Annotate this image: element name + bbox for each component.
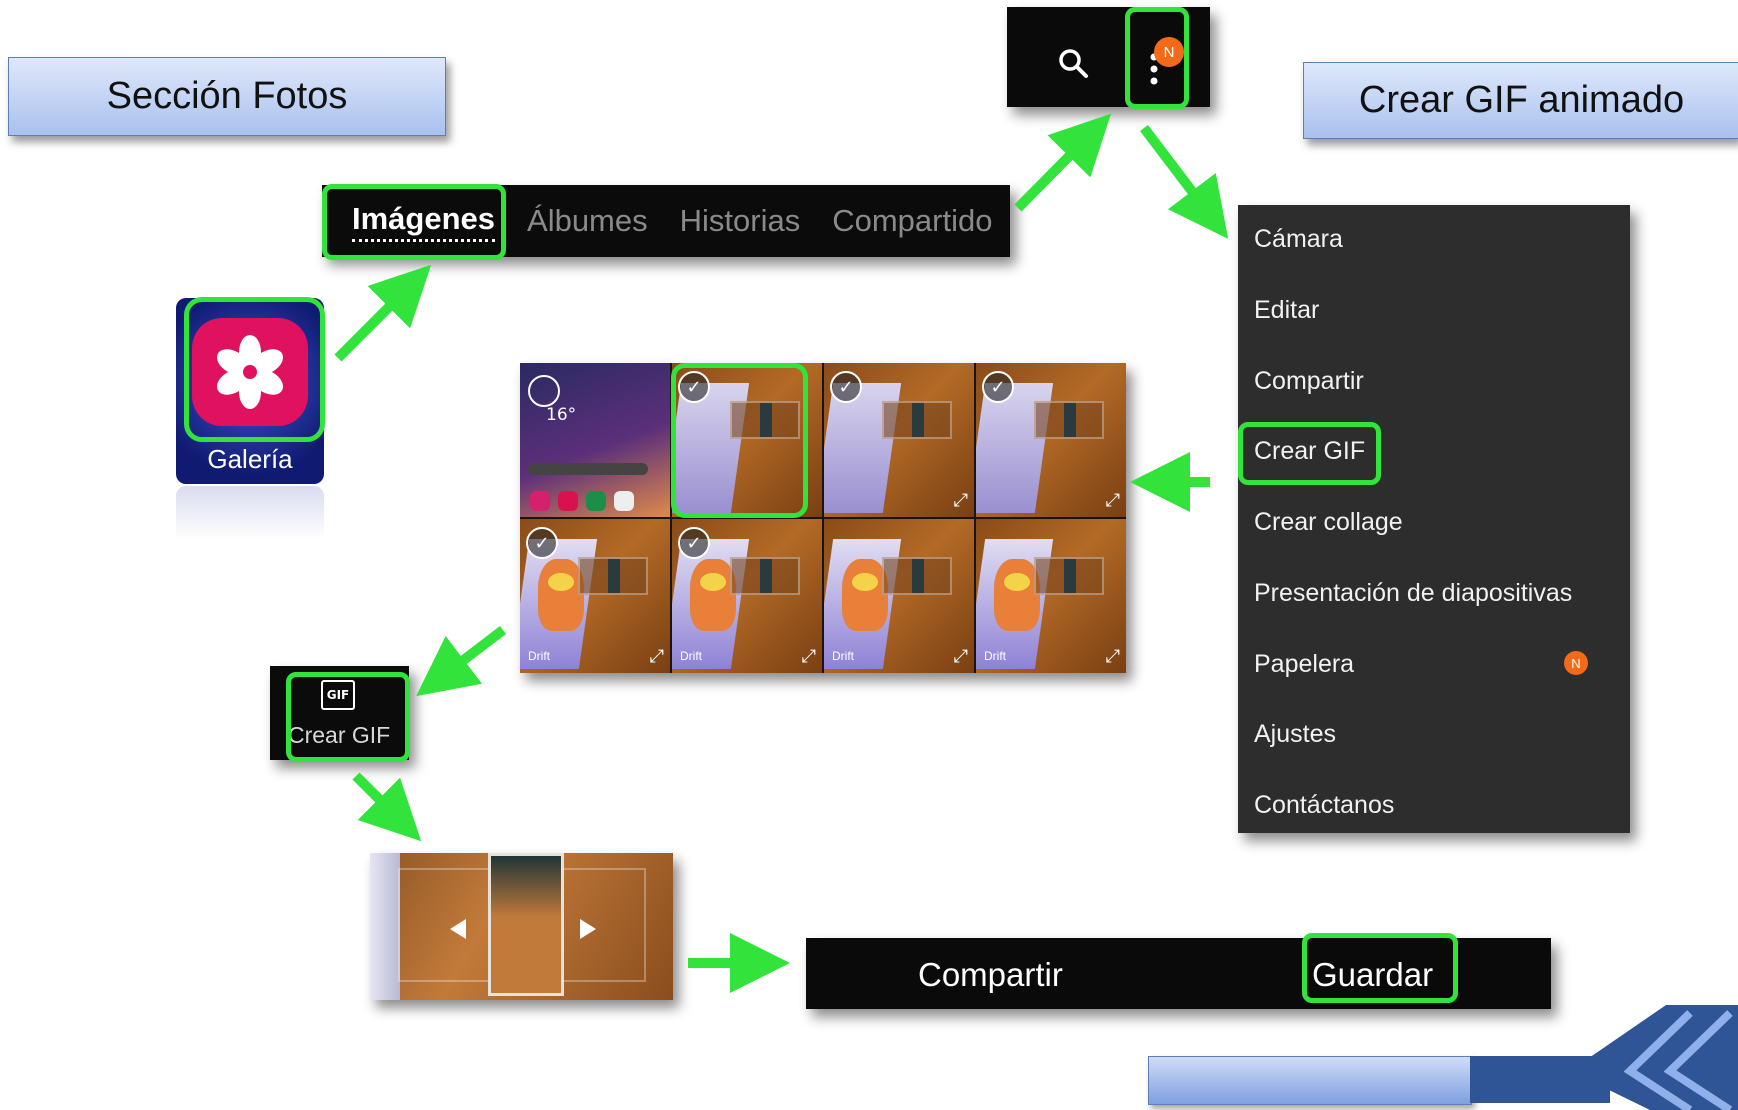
save-share-bar: Compartir Guardar — [806, 938, 1551, 1009]
tab-historias[interactable]: Historias — [679, 203, 801, 238]
menu-item-crear-gif[interactable]: Crear GIF — [1254, 437, 1366, 465]
gallery-app-icon[interactable]: Galería — [176, 298, 324, 484]
arrow-icon — [352, 772, 422, 842]
expand-icon: ⤢ — [1105, 490, 1120, 511]
grid-cell-photo[interactable]: ✓ Drift ⤢ — [672, 519, 822, 673]
menu-item-contactanos[interactable]: Contáctanos — [1254, 791, 1395, 819]
section-label-text: Crear GIF animado — [1358, 79, 1685, 121]
crear-gif-label: Crear GIF — [288, 722, 391, 748]
menu-item-ajustes[interactable]: Ajustes — [1254, 720, 1336, 748]
arrow-icon — [416, 626, 507, 697]
badge-text: N — [1571, 655, 1581, 671]
app-reflection — [176, 486, 324, 540]
arrow-right-icon[interactable] — [578, 918, 598, 940]
app-icon — [558, 491, 578, 511]
chevron-decoration-icon — [1570, 1005, 1738, 1110]
check-icon: ✓ — [678, 527, 710, 559]
notification-badge: N — [1154, 37, 1184, 67]
expand-icon: ⤢ — [801, 646, 816, 667]
section-label-gif: Crear GIF animado — [1303, 62, 1738, 139]
check-icon: ✓ — [678, 371, 710, 403]
grid-cell-photo[interactable]: Drift ⤢ — [976, 519, 1126, 673]
app-icon — [530, 491, 550, 511]
tab-albumes[interactable]: Álbumes — [527, 203, 648, 238]
app-label: Galería — [207, 444, 293, 474]
photo-selection-grid: 16° ✓ ✓ ⤢ ✓ ⤢ ✓ Drift ⤢ ✓ Drift ⤢ Drift … — [520, 363, 1126, 673]
tab-imagenes[interactable]: Imágenes — [352, 201, 496, 242]
gif-icon-text: GIF — [326, 688, 350, 702]
crear-gif-button[interactable]: GIF Crear GIF — [270, 666, 409, 760]
play-store-icon — [586, 491, 606, 511]
section-label-fotos: Sección Fotos — [8, 57, 446, 136]
grid-cell-home[interactable]: 16° — [520, 363, 670, 517]
clock-icon — [528, 375, 560, 407]
flower-icon — [192, 318, 308, 426]
expand-icon: ⤢ — [1105, 646, 1120, 667]
drift-label: Drift — [528, 649, 550, 663]
preview-thumbnail — [488, 853, 564, 996]
arrow-icon — [1140, 124, 1229, 239]
app-icon — [614, 491, 634, 511]
check-icon: ✓ — [830, 371, 862, 403]
check-icon: ✓ — [526, 527, 558, 559]
grid-cell-photo[interactable]: ✓ — [672, 363, 822, 517]
grid-cell-photo[interactable]: ✓ ⤢ — [824, 363, 974, 517]
section-label-text: Sección Fotos — [106, 75, 348, 117]
grid-cell-photo[interactable]: ✓ Drift ⤢ — [520, 519, 670, 673]
weather-temp: 16° — [546, 405, 577, 425]
gif-icon: GIF — [321, 680, 355, 710]
arrow-icon — [334, 264, 432, 362]
arrow-left-icon[interactable] — [448, 918, 468, 940]
search-widget — [528, 463, 648, 475]
footer-bar — [1148, 1056, 1472, 1105]
expand-icon: ⤢ — [953, 490, 968, 511]
arrow-icon — [1014, 113, 1112, 212]
expand-icon: ⤢ — [649, 646, 664, 667]
menu-item-crear-collage[interactable]: Crear collage — [1254, 508, 1403, 536]
menu-item-papelera[interactable]: Papelera — [1254, 650, 1355, 678]
more-options-menu: Cámara Editar Compartir Crear GIF Crear … — [1238, 205, 1630, 833]
tab-compartido[interactable]: Compartido — [832, 203, 993, 238]
expand-icon: ⤢ — [953, 646, 968, 667]
menu-item-presentacion[interactable]: Presentación de diapositivas — [1254, 579, 1573, 607]
papelera-badge: N — [1564, 651, 1588, 675]
save-button[interactable]: Guardar — [1312, 956, 1434, 993]
grid-cell-photo[interactable]: ✓ ⤢ — [976, 363, 1126, 517]
drift-label: Drift — [680, 649, 702, 663]
menu-item-editar[interactable]: Editar — [1254, 296, 1320, 324]
menu-item-camara[interactable]: Cámara — [1254, 225, 1343, 253]
gif-preview — [370, 853, 673, 1000]
drift-label: Drift — [984, 649, 1006, 663]
gallery-tabs: Imágenes Álbumes Historias Compartido — [322, 185, 1010, 257]
badge-text: N — [1163, 43, 1175, 61]
drift-label: Drift — [832, 649, 854, 663]
search-icon[interactable] — [1057, 47, 1089, 79]
paper-edge — [370, 853, 400, 1000]
grid-cell-photo[interactable]: Drift ⤢ — [824, 519, 974, 673]
menu-item-compartir[interactable]: Compartir — [1254, 367, 1364, 395]
check-icon: ✓ — [982, 371, 1014, 403]
share-button[interactable]: Compartir — [918, 956, 1063, 993]
